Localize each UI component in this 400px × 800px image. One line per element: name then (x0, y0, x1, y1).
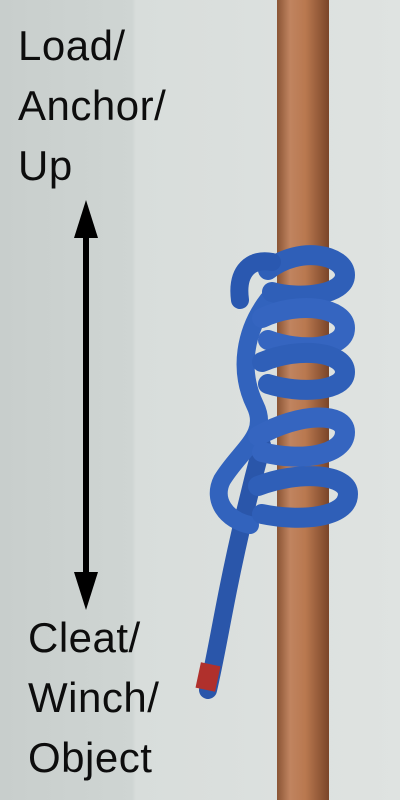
top-label-line-1: Load/ (18, 22, 126, 69)
double-headed-vertical-arrow-icon (74, 200, 98, 610)
rope-end (195, 662, 221, 692)
bottom-label-line-2: Winch/ (28, 674, 160, 721)
bottom-label-line-1: Cleat/ (28, 614, 141, 661)
rope-coils (230, 245, 359, 528)
top-label-line-3: Up (18, 142, 73, 189)
top-label-line-2: Anchor/ (18, 82, 167, 129)
bottom-label: Cleat/ Winch/ Object (28, 608, 159, 788)
top-label: Load/ Anchor/ Up (18, 16, 166, 196)
bottom-label-line-3: Object (28, 734, 153, 781)
wooden-pole (277, 0, 329, 800)
